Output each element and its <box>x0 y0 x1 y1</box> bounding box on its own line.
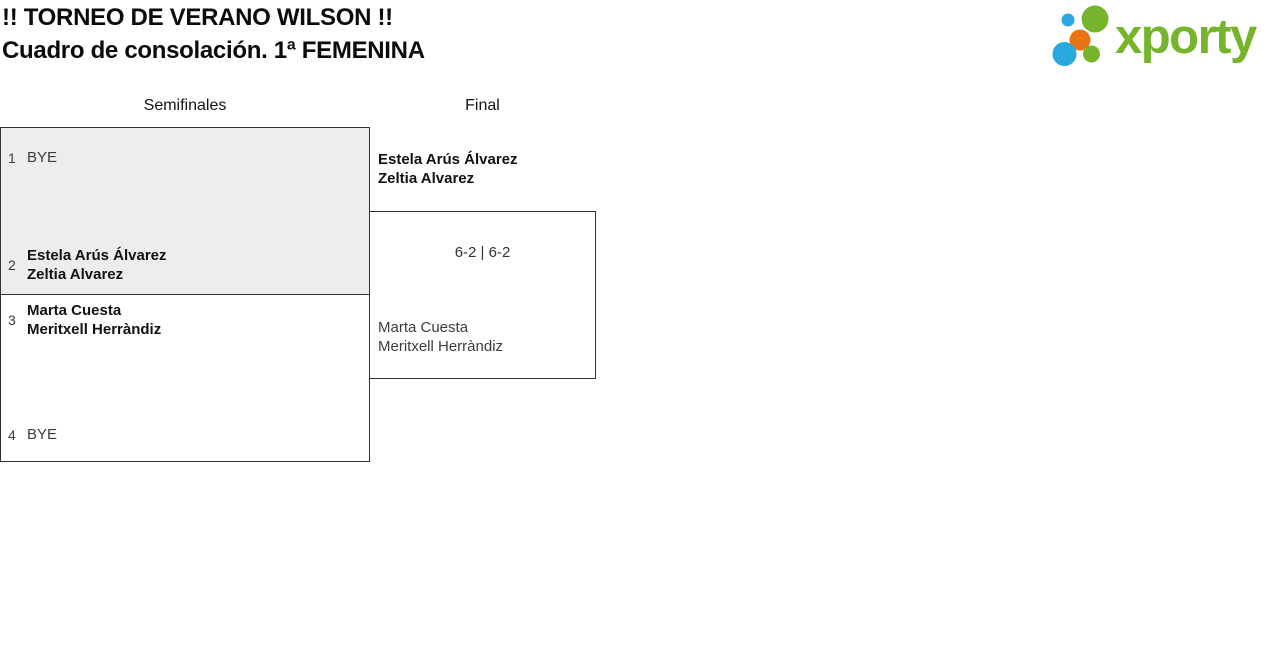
xporty-wordmark: xporty <box>1115 10 1257 64</box>
player-name: Marta Cuesta <box>27 302 122 319</box>
final-score: 6-2 | 6-2 <box>454 244 511 261</box>
final-box: 6-2 | 6-2 Marta Cuesta Meritxell Herrànd… <box>369 211 596 379</box>
page-subtitle: Cuadro de consolación. 1ª FEMENINA <box>2 37 425 64</box>
player-name: Meritxell Herràndiz <box>378 338 504 355</box>
final-runner-up-names: Marta Cuesta Meritxell Herràndiz <box>378 318 503 356</box>
player-name: BYE <box>27 426 58 443</box>
semifinal-2-top-slot: 3 Marta Cuesta Meritxell Herràndiz <box>8 301 161 339</box>
semifinal-1-bottom-slot: 2 Estela Arús Álvarez Zeltia Alvarez <box>8 246 167 284</box>
player-name: Zeltia Alvarez <box>378 170 475 187</box>
seed-number: 3 <box>8 312 16 328</box>
round-header-final: Final <box>465 97 500 114</box>
player-name: Meritxell Herràndiz <box>27 321 162 338</box>
round-header-semifinales: Semifinales <box>143 97 227 114</box>
player-name: Estela Arús Álvarez <box>378 151 518 168</box>
seed-number: 1 <box>8 149 16 166</box>
xporty-logo[interactable]: xporty <box>1048 1 1257 71</box>
semifinal-2-bottom-slot: 4 BYE <box>8 425 57 444</box>
page-title: !! TORNEO DE VERANO WILSON !! <box>2 4 393 31</box>
seed-number: 4 <box>8 426 16 443</box>
player-name: Zeltia Alvarez <box>27 266 124 283</box>
xporty-dots-icon <box>1052 5 1109 66</box>
player-name: Estela Arús Álvarez <box>27 247 167 264</box>
semifinal-1-top-slot: 1 BYE <box>8 148 57 167</box>
semifinal-1-box: 1 BYE 2 Estela Arús Álvarez Zeltia Alvar… <box>0 127 370 295</box>
semifinal-2-box: 3 Marta Cuesta Meritxell Herràndiz 4 BYE <box>0 294 370 462</box>
player-name: BYE <box>27 149 58 166</box>
seed-number: 2 <box>8 257 16 273</box>
final-winner-names: Estela Arús Álvarez Zeltia Alvarez <box>378 150 518 188</box>
player-name: Marta Cuesta <box>378 319 469 336</box>
